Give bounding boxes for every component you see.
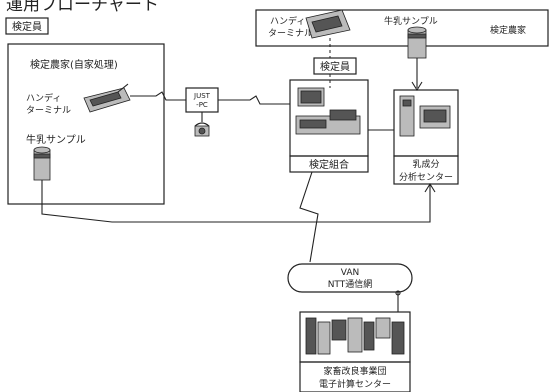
union-computer-icon bbox=[295, 87, 361, 135]
analysis-computer-icon bbox=[399, 95, 451, 137]
handy-terminal-left-icon bbox=[83, 83, 131, 113]
farm-top-farm-label: 検定農家 bbox=[490, 24, 526, 36]
analysis-label-2: 分析センター bbox=[399, 171, 453, 183]
arrow-left-milk-to-analysis bbox=[424, 182, 436, 193]
analysis-label-frame bbox=[393, 155, 459, 185]
inspector-tag-left: 検定員 bbox=[12, 20, 42, 33]
van-connector-dot bbox=[395, 290, 401, 296]
farm-top-box bbox=[255, 9, 549, 47]
link-left-milk-to-analysis bbox=[41, 180, 431, 223]
computer-center-label-frame bbox=[299, 361, 411, 392]
union-label: 検定組合 bbox=[309, 158, 349, 171]
telephone-icon bbox=[194, 122, 210, 137]
farm-top-milk-label: 牛乳サンプル bbox=[384, 15, 438, 27]
farm-top-handy-label-1: ハンディ bbox=[270, 15, 305, 27]
inspector-tag-mid: 検定員 bbox=[320, 60, 350, 73]
computer-center-mainframe-icon bbox=[305, 317, 405, 355]
inspector-tag-mid-frame bbox=[313, 57, 357, 75]
justpc-label-1: JUST bbox=[193, 92, 211, 100]
milk-sample-top-icon bbox=[407, 26, 427, 59]
link-justpc-to-union bbox=[218, 95, 290, 105]
van-label-2: NTT通信網 bbox=[328, 278, 373, 290]
justpc-label-2: -PC bbox=[196, 101, 208, 109]
farm-left-handy-label-2: ターミナル bbox=[26, 105, 71, 116]
analysis-label-1: 乳成分 bbox=[412, 158, 439, 170]
link-farm-to-justpc bbox=[130, 91, 186, 101]
farm-left-title: 検定農家(自家処理) bbox=[30, 58, 118, 71]
milk-sample-left-icon bbox=[33, 146, 51, 181]
computer-center-label-1: 家畜改良事業団 bbox=[323, 365, 386, 377]
farm-top-handy-label-2: ターミナル bbox=[268, 28, 313, 39]
farm-left-box bbox=[7, 43, 165, 205]
van-node bbox=[287, 263, 413, 293]
van-label-1: VAN bbox=[341, 268, 359, 278]
union-label-frame bbox=[289, 155, 369, 173]
computer-center-label-2: 電子計算センター bbox=[319, 378, 391, 390]
handy-terminal-top-icon bbox=[305, 9, 351, 39]
chart-title: 運用フローチャート bbox=[6, 0, 159, 15]
link-union-to-van bbox=[299, 171, 319, 263]
inspector-tag-left-frame bbox=[5, 17, 49, 35]
farm-left-handy-label-1: ハンディ bbox=[26, 92, 61, 104]
farm-left-milk-label: 牛乳サンプル bbox=[26, 133, 86, 146]
